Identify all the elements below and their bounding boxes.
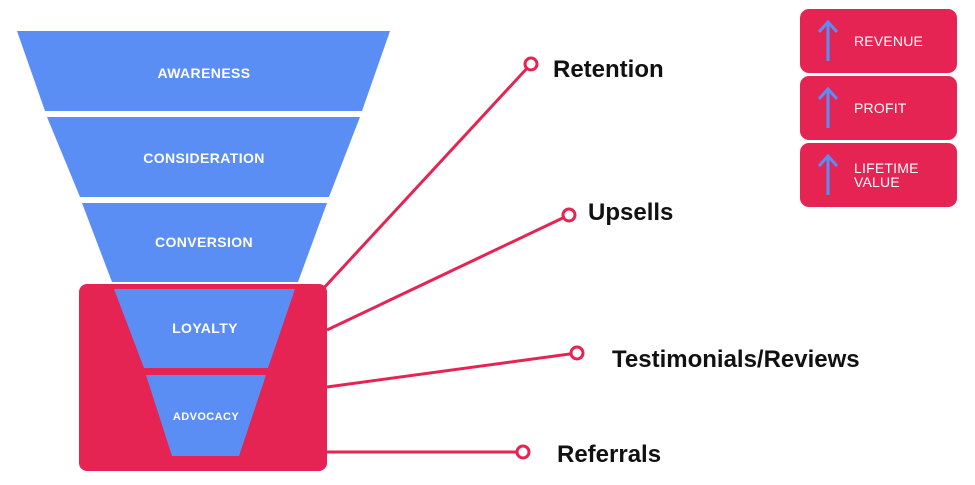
connector-lines <box>320 63 578 454</box>
stage-awareness <box>17 31 390 111</box>
stage-consideration <box>47 117 360 197</box>
arrow-up-icon <box>817 153 839 195</box>
arrow-up-icon <box>817 19 839 61</box>
metric-card-lifetime-value: LIFETIME VALUE <box>800 143 957 207</box>
metric-label-revenue: REVENUE <box>854 33 924 49</box>
marker-testimonials <box>569 345 585 361</box>
outcome-label-testimonials: Testimonials/Reviews <box>612 346 860 373</box>
stage-label-loyalty: LOYALTY <box>172 320 238 336</box>
connector-upsells <box>326 213 570 332</box>
connector-testimonials <box>326 351 578 389</box>
connector-markers <box>515 56 585 460</box>
funnel-stages <box>17 31 390 456</box>
stage-loyalty <box>114 289 295 368</box>
marker-upsells <box>561 207 577 223</box>
metric-card-revenue: REVENUE <box>800 9 957 73</box>
outcome-label-retention: Retention <box>553 56 664 83</box>
stage-label-advocacy: ADVOCACY <box>173 411 239 423</box>
stage-label-conversion: CONVERSION <box>155 234 253 250</box>
arrow-up-icon <box>817 86 839 128</box>
metric-card-profit: PROFIT <box>800 76 957 140</box>
metrics-panel: REVENUE PROFIT LIFETIME VALUE <box>800 9 957 210</box>
outcome-label-referrals: Referrals <box>557 441 661 468</box>
marker-referrals <box>515 444 531 460</box>
stage-conversion <box>82 203 327 282</box>
stage-label-consideration: CONSIDERATION <box>143 150 265 166</box>
metric-label-profit: PROFIT <box>854 100 907 116</box>
marker-retention <box>523 56 539 72</box>
stage-label-awareness: AWARENESS <box>157 65 250 81</box>
stage-advocacy <box>146 375 266 456</box>
outcome-label-upsells: Upsells <box>588 199 673 226</box>
connector-retention <box>320 63 532 292</box>
metric-label-lifetime-value: LIFETIME VALUE <box>854 160 919 190</box>
